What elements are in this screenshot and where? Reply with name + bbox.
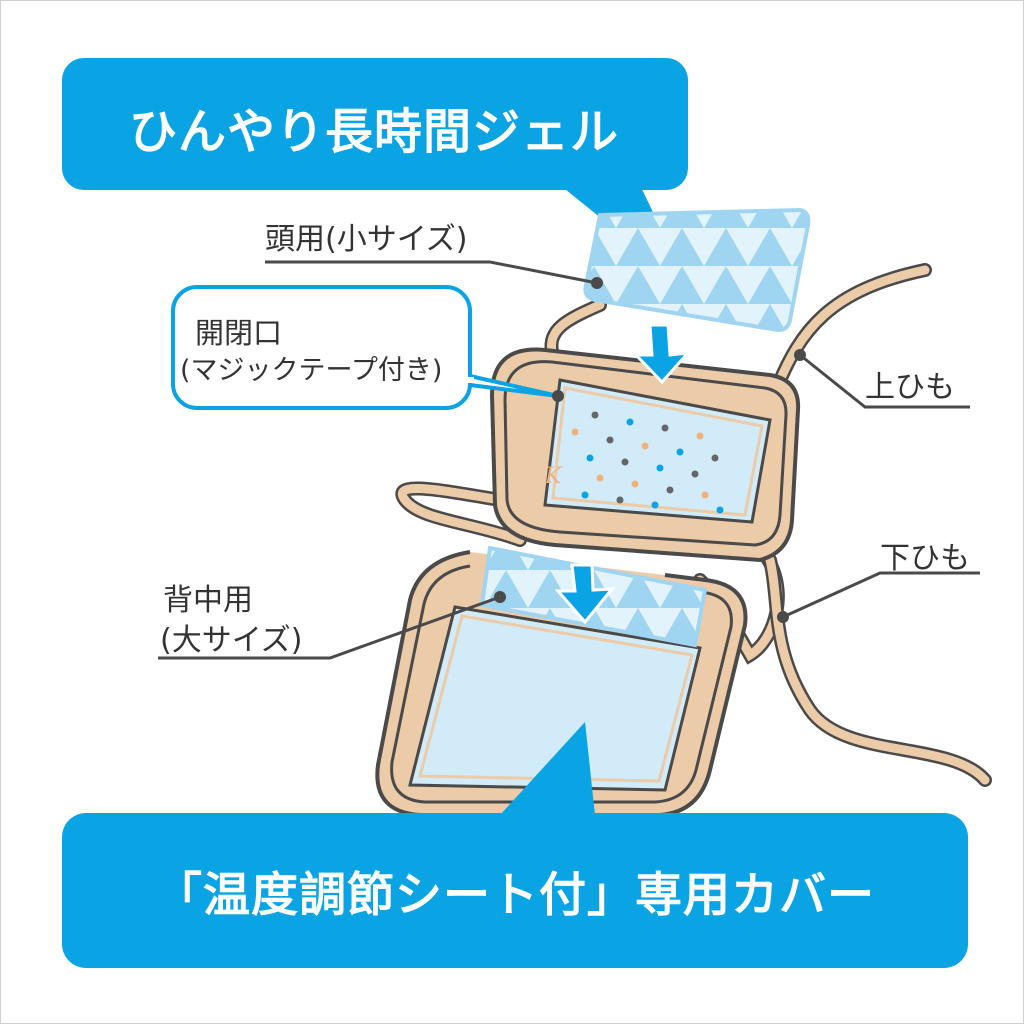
upper-cover: K [489, 347, 801, 563]
bottom-callout-text: 「温度調節シート付」専用カバー [155, 868, 875, 923]
label-opening-line2: (マジックテープ付き) [180, 355, 443, 386]
label-bottom-strap: 下ひも [880, 541, 970, 576]
leader-lines [158, 260, 980, 660]
dot-pattern [571, 411, 724, 514]
top-callout-text: ひんやり長時間ジェル [128, 104, 619, 160]
down-arrow-head [632, 323, 692, 385]
label-head-gel: 頭用(小サイズ) [265, 222, 468, 257]
leader-dots [494, 277, 806, 623]
straps [395, 263, 992, 787]
logo-mark: K [544, 464, 563, 489]
opening-bubble [171, 285, 560, 410]
label-back-gel-line2: (大サイズ) [160, 623, 303, 658]
label-top-strap: 上ひも [865, 370, 955, 405]
head-gel-pad [583, 207, 811, 333]
label-back-gel-line1: 背中用 [163, 583, 253, 618]
label-opening-line1: 開閉口 [195, 316, 283, 350]
down-arrow-back [554, 563, 616, 625]
bottom-callout-banner [62, 722, 968, 968]
